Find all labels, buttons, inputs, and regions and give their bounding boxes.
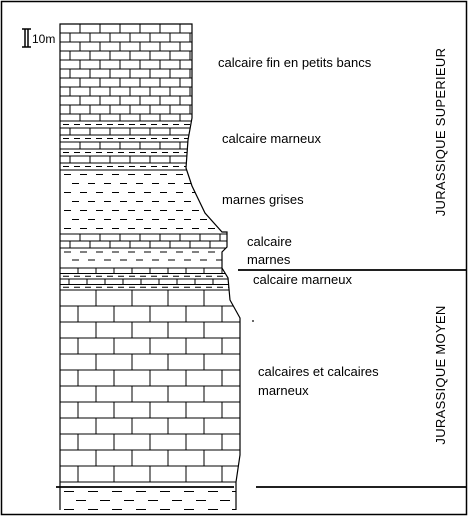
layer-pattern-base-marl <box>64 491 240 510</box>
label-marnes-grises: marnes grises <box>222 192 304 207</box>
label-calcaire: calcaire <box>247 234 292 249</box>
column-patterns <box>60 24 240 510</box>
label-calcaire-marneux-upper: calcaire marneux <box>222 131 321 146</box>
layer-pattern-marnes <box>64 251 223 261</box>
layer-pattern-calcaire-marneux-upper <box>60 113 201 171</box>
stray-dot <box>252 320 254 322</box>
label-calcaire-marneux-lower: calcaire marneux <box>253 272 352 287</box>
column-outline <box>59 23 241 510</box>
layer-pattern-calcaire-fin <box>60 24 201 115</box>
label-marnes: marnes <box>247 252 291 267</box>
label-calcaire-fin: calcaire fin en petits bancs <box>218 55 372 70</box>
layer-pattern-marnes-grises <box>64 174 223 229</box>
layer-pattern-calcaire-marneux-lower <box>60 267 235 291</box>
layer-pattern-calcaire <box>60 233 231 249</box>
scale-bar <box>22 28 31 48</box>
era-label-upper: JURASSIQUE SUPERIEUR <box>433 48 448 217</box>
layer-pattern-calcaires-thick <box>60 289 240 483</box>
scale-label: 10m <box>32 32 55 46</box>
label-calcaires-line2: marneux <box>258 383 309 398</box>
label-calcaires-line1: calcaires et calcaires <box>258 364 379 379</box>
era-label-middle: JURASSIQUE MOYEN <box>433 305 448 444</box>
